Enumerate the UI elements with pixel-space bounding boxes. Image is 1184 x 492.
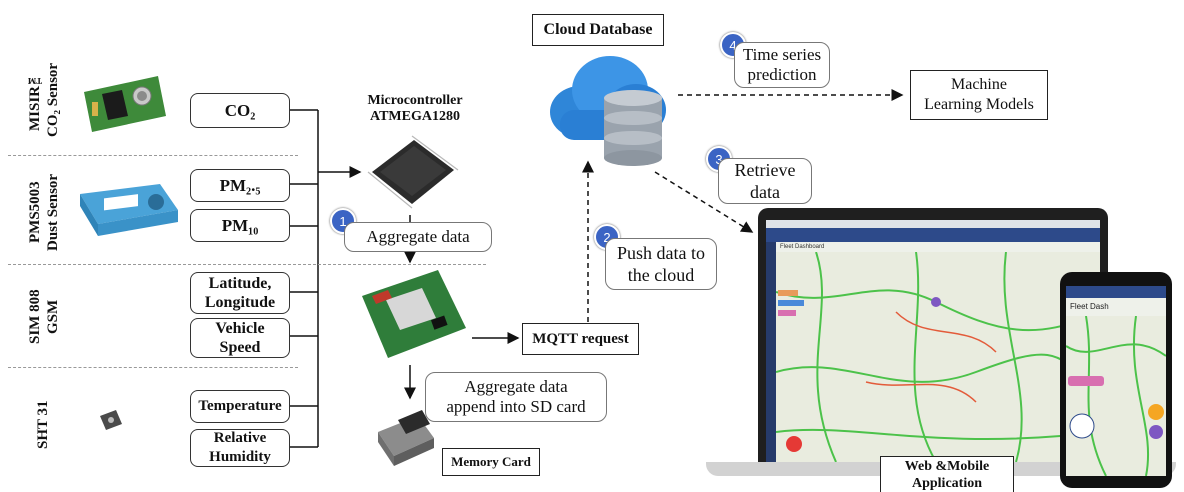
phone-header-bar <box>1066 286 1166 298</box>
phone-dashboard-title: Fleet Dash <box>1070 302 1109 311</box>
dust-sensor-image <box>74 180 182 240</box>
latlong-label-line2: Longitude <box>204 294 276 311</box>
laptop-frame: Fleet Dashboard <box>758 208 1108 468</box>
mqtt-request-box: MQTT request <box>522 323 639 355</box>
microcontroller-chip-image <box>362 132 462 212</box>
dust-sensor-name: PMS5003 <box>27 181 43 243</box>
app-label-line2: Application <box>911 475 982 491</box>
co2-reading-label: CO₂ <box>224 101 256 120</box>
memory-card-box: Memory Card <box>442 448 540 476</box>
co2-sensor-image <box>78 72 170 134</box>
vehicle-speed-label-line2: Speed <box>219 339 261 356</box>
gsm-name: SIM 808 <box>27 289 43 345</box>
phone-frame: Fleet Dash <box>1060 272 1172 488</box>
mqtt-request-label: MQTT request <box>532 331 629 347</box>
dust-sensor-type: Dust Sensor <box>45 173 61 251</box>
temperature-label: Temperature <box>198 398 282 414</box>
pm25-reading-label: PM₂.₅ <box>219 176 261 195</box>
microcontroller-line2: ATMEGA1280 <box>370 109 460 124</box>
latlong-label-line1: Latitude, <box>208 275 272 292</box>
aggregate-data-label: Aggregate data <box>366 227 470 246</box>
step-1-number: 1 <box>339 213 347 229</box>
step-3-number: 3 <box>715 151 723 167</box>
phone-screen: Fleet Dash <box>1066 286 1166 476</box>
pm10-reading-label: PM₁₀ <box>221 216 259 235</box>
push-data-line2: the cloud <box>627 265 695 285</box>
microcontroller-line1: Microcontroller <box>367 93 463 108</box>
pm25-reading-box: PM₂.₅ <box>190 169 290 202</box>
separator <box>8 155 298 156</box>
co2-sensor-type: CO₂ Sensor <box>45 62 61 138</box>
temperature-box: Temperature <box>190 390 290 423</box>
separator <box>8 367 298 368</box>
co2-sensor-name: MISIR™ <box>27 69 43 131</box>
pm10-reading-box: PM₁₀ <box>190 209 290 242</box>
phone-map-view <box>1066 316 1166 476</box>
app-header-bar <box>766 228 1100 242</box>
gsm-type: GSM <box>45 299 61 335</box>
status-chip <box>778 310 796 316</box>
retrieve-data-line1: Retrieve <box>734 160 796 180</box>
vehicle-speed-label-line1: Vehicle <box>215 320 265 337</box>
time-series-line2: prediction <box>747 65 817 84</box>
sd-note-line1: Aggregate data <box>464 377 568 396</box>
latlong-reading-box: Latitude, Longitude <box>190 272 290 314</box>
map-view <box>776 252 1100 462</box>
status-chip <box>778 290 798 296</box>
browser-bar <box>766 220 1100 228</box>
ml-models-line1: Machine <box>951 76 1007 93</box>
humidity-label-line1: Relative <box>213 430 267 446</box>
retrieve-data-line2: data <box>750 182 780 202</box>
memory-card-label: Memory Card <box>451 454 531 469</box>
time-series-line1: Time series <box>742 45 822 64</box>
cloud-database-icon <box>540 50 676 168</box>
humidity-label-line2: Humidity <box>209 449 271 465</box>
push-data-line1: Push data to <box>617 243 705 263</box>
gsm-module-image <box>358 266 470 362</box>
cloud-database-title: Cloud Database <box>543 21 653 38</box>
sht-sensor-image <box>96 406 126 436</box>
sht-sensor-name: SHT 31 <box>35 400 51 450</box>
sd-note-line2: append into SD card <box>446 397 586 416</box>
sht-sensor-label: SHT 31 <box>34 385 52 465</box>
app-label-line1: Web &Mobile <box>904 458 990 474</box>
dashboard-title: Fleet Dashboard <box>780 244 825 250</box>
co2-reading-box: CO₂ <box>190 93 290 128</box>
step-2-number: 2 <box>603 229 611 245</box>
step-4-number: 4 <box>729 37 737 53</box>
memory-card-image <box>372 402 440 472</box>
app-sidebar <box>766 242 776 462</box>
separator <box>8 264 486 265</box>
cloud-database-title-box: Cloud Database <box>532 14 664 46</box>
status-chip <box>778 300 804 306</box>
aggregate-data-box: Aggregate data <box>344 222 492 252</box>
ml-models-line2: Learning Models <box>924 96 1034 113</box>
laptop-screen: Fleet Dashboard <box>766 220 1100 462</box>
